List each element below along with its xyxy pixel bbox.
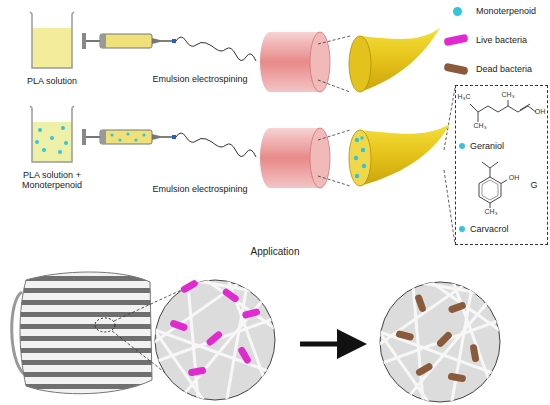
section-title: Application [230,246,320,258]
fiber-mesh [131,254,306,405]
legend-dot [453,7,462,16]
atom-label: CH₃ [470,122,490,130]
syringe [82,33,256,61]
legend-item: Dead bacteria [444,64,532,74]
legend-text: Dead bacteria [476,64,532,74]
arrow [300,342,352,347]
legend-text: Live bacteria [476,35,527,45]
text-label: G [528,180,540,190]
atom-label: H₃C [454,93,474,101]
live-bacteria [169,279,261,377]
compound-name: Carvacrol [470,224,509,234]
legend-item: Monoterpenoid [444,6,536,16]
atom-label: CH₃ [498,91,518,99]
text-label: PLA solution + Monoterpenoid [19,170,85,191]
beaker [30,12,74,68]
molecule-structure [470,100,536,208]
collector-drum [260,128,330,188]
compound-name: Geraniol [470,141,504,151]
text-label: PLA solution [12,76,92,86]
atom-label: OH [533,108,547,116]
beaker [30,106,74,162]
fiber [349,124,450,186]
atom-label: CH₃ [481,208,501,216]
legend-bacterium [443,34,468,47]
text-label: Emulsion electrospining [140,184,260,194]
text-label: Emulsion electrospining [140,74,260,84]
syringe [82,129,256,157]
legend-text: Monoterpenoid [476,6,536,16]
collector-drum [260,32,330,92]
fiber-mesh [356,256,531,405]
structure-box: GeraniolCarvacrol [455,85,548,245]
fiber [349,28,440,92]
legend-bacterium [443,63,468,76]
dead-bacteria [395,294,479,383]
legend-item: Live bacteria [444,35,527,45]
atom-label: OH [507,174,521,182]
